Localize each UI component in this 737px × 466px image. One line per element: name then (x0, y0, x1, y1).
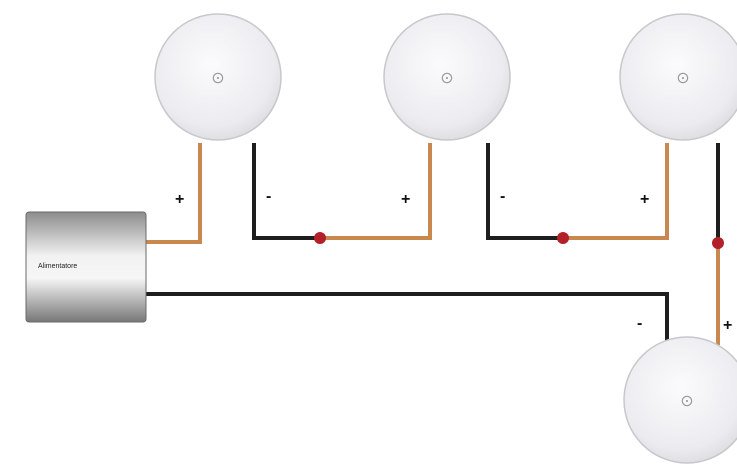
junctions (314, 232, 724, 249)
power-supply: Alimentatore (25, 211, 147, 323)
power-supply-label: Alimentatore (38, 263, 77, 270)
wire-lamp2-negative (486, 143, 563, 240)
lamp-2-center-icon: ⊙ (440, 68, 453, 87)
polarity-lamp3-positive: + (640, 191, 649, 208)
lamp-4-center-icon: ⊙ (680, 391, 693, 410)
lamp-4-body (623, 336, 737, 464)
lamp-2-body (383, 13, 511, 141)
wire-psu-to-lamp1-positive (146, 143, 202, 244)
polarity-lamp1-positive: + (175, 191, 184, 208)
lamp-1: ⊙ (154, 13, 282, 141)
polarity-markers: + - + - + - + (175, 188, 732, 334)
lamp-3-body (619, 13, 737, 141)
lamp-3: ⊙ (619, 13, 737, 141)
polarity-lamp2-positive: + (401, 191, 410, 208)
polarity-lamp4-negative: - (637, 315, 642, 332)
wire-junction2-to-lamp3-positive (563, 143, 669, 240)
polarity-lamp1-negative: - (266, 188, 271, 205)
wires (146, 143, 720, 345)
lamp-2: ⊙ (383, 13, 511, 141)
polarity-lamp2-negative: - (500, 188, 505, 205)
polarity-lamp4-positive: + (723, 317, 732, 334)
junction-3 (712, 237, 724, 249)
wire-lamp1-negative (252, 143, 320, 240)
wire-psu-return-negative (146, 292, 669, 345)
wire-junction1-to-lamp2-positive (320, 143, 432, 240)
lamp-1-center-icon: ⊙ (211, 68, 224, 87)
lamp-4: ⊙ (623, 336, 737, 464)
lamp-1-body (154, 13, 282, 141)
lamp-3-center-icon: ⊙ (676, 68, 689, 87)
power-supply-box (25, 211, 147, 323)
junction-1 (314, 232, 326, 244)
junction-2 (557, 232, 569, 244)
